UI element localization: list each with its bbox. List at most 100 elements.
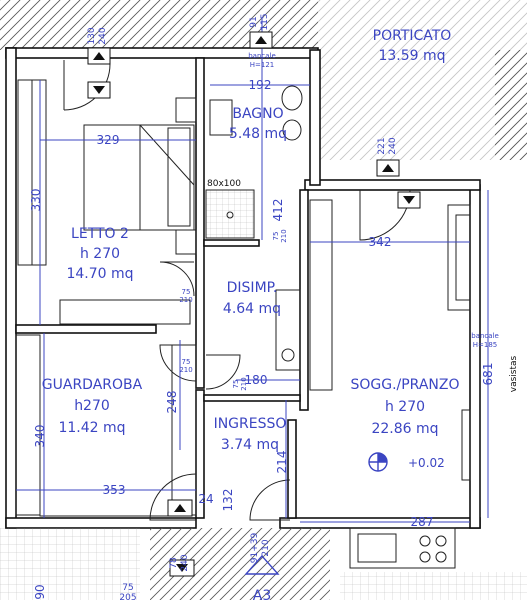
- door-top-left-b: 240: [98, 27, 108, 44]
- door-bottom-a: 78: [169, 557, 179, 569]
- bancale-1-h: H=121: [250, 61, 275, 69]
- porch-hatch: [318, 0, 527, 160]
- toilet: [281, 85, 303, 111]
- soggiorno-height: h 270: [385, 399, 425, 415]
- bottom-left-grid: [0, 528, 140, 600]
- door-arrow-bottom: [169, 559, 195, 577]
- bagno-area: 5.48 mq: [229, 126, 287, 142]
- wall-sogg-top: [304, 179, 481, 191]
- door-swing-guard: [159, 344, 197, 382]
- door-disimp-a: 75: [272, 232, 280, 241]
- disimp-name: DISIMP.: [227, 280, 278, 296]
- boiler: [281, 348, 295, 362]
- letto2-name: LETTO 2: [71, 226, 129, 242]
- dim-412: 412: [271, 199, 285, 222]
- bancale-1: bancale: [248, 52, 276, 60]
- sofa-seat: [455, 214, 471, 301]
- burner-3: [419, 551, 431, 563]
- ingresso-name: INGRESSO: [214, 416, 287, 432]
- door-front-b: 210: [261, 539, 271, 556]
- section-label: A3: [253, 588, 271, 600]
- section-marker: [244, 554, 280, 575]
- nightstand-top: [175, 97, 197, 123]
- wall-letto-guard: [15, 324, 157, 334]
- letto2-height: h 270: [80, 246, 120, 262]
- door-swing-front: [149, 473, 197, 521]
- door-top-left-a: 130: [87, 27, 97, 44]
- door-arrow-bagno: [249, 31, 273, 49]
- door-disimp-b: 210: [280, 229, 288, 242]
- dim-330: 330: [29, 189, 43, 212]
- dim-214: 214: [275, 451, 289, 474]
- sink: [209, 99, 233, 136]
- wall-ingresso-top: [203, 394, 301, 402]
- guardaroba-name: GUARDAROBA: [42, 377, 143, 393]
- pillow: [167, 127, 191, 227]
- door-sogg-b: 240: [388, 137, 398, 154]
- wall-ingresso-right: [287, 419, 297, 519]
- level-value: +0.02: [408, 456, 445, 470]
- wall-left: [5, 47, 17, 529]
- door-bottom-b: 240: [180, 554, 190, 571]
- dim-192: 192: [249, 78, 272, 92]
- door-bottom-c: 75: [122, 583, 133, 593]
- bagno-name: BAGNO: [232, 106, 283, 122]
- desk: [59, 299, 191, 325]
- wardrobe-guard-left: [15, 334, 41, 516]
- dim-248: 248: [165, 391, 179, 414]
- wall-letto-bagno: [195, 57, 205, 389]
- dim-132: 132: [221, 489, 235, 512]
- burner-1: [419, 535, 431, 547]
- door-ingr-b: 210: [240, 377, 248, 390]
- door-bagno-b: 115: [260, 13, 270, 30]
- bed: [83, 124, 195, 231]
- soggiorno-area: 22.86 mq: [371, 421, 438, 437]
- guardaroba-area: 11.42 mq: [58, 420, 125, 436]
- door-ingr-a: 75: [232, 380, 240, 389]
- bidet: [282, 119, 302, 141]
- tv-cabinet: [309, 199, 333, 391]
- wall-right: [469, 184, 481, 529]
- dim-90: 90: [33, 584, 47, 599]
- wall-bagno-right: [309, 49, 321, 186]
- door-swing-letto: [159, 261, 195, 297]
- right-edge-hatch: [495, 50, 527, 160]
- door-arrow-sogg: [376, 159, 400, 177]
- kitchen-sink: [357, 533, 397, 563]
- door-swing-disimp: [205, 354, 241, 390]
- dim-24: 24: [198, 492, 213, 506]
- kitchen-counter: [349, 527, 456, 569]
- shower-drain: [226, 211, 234, 219]
- door-letto-a: 75: [182, 288, 191, 296]
- guardaroba-height: h270: [74, 398, 110, 414]
- door-letto-b: 210: [179, 296, 192, 304]
- dim-353: 353: [103, 483, 126, 497]
- level-marker: [368, 452, 388, 472]
- dim-180: 180: [245, 373, 268, 387]
- door-bottom-d: 205: [119, 593, 136, 600]
- letto2-area: 14.70 mq: [66, 266, 133, 282]
- door-bagno-a: 91: [249, 16, 259, 27]
- vasistas-label: vasistas: [509, 355, 519, 392]
- shower-size: 80x100: [207, 179, 241, 189]
- door-arrow-top-left-b: [87, 81, 111, 99]
- wall-disimp-sogg: [299, 189, 309, 411]
- door-front-a: 91+39: [250, 533, 260, 564]
- sofa: [447, 204, 471, 311]
- dim-329: 329: [97, 133, 120, 147]
- nightstand-bottom: [175, 229, 197, 255]
- door-guard-a: 75: [182, 358, 191, 366]
- door-swing-ingr: [249, 479, 291, 521]
- shower: [205, 189, 255, 239]
- ingresso-area: 3.74 mq: [221, 437, 279, 453]
- door-arrow-front: [167, 499, 193, 517]
- bottom-right-wall: [340, 572, 527, 600]
- door-guard-b: 210: [179, 366, 192, 374]
- bancale-2: bancale: [471, 332, 499, 340]
- wall-bagno-disimp: [203, 239, 260, 247]
- bed-fold: [139, 124, 195, 230]
- bancale-2-h: H=185: [473, 341, 498, 349]
- dim-681: 681: [481, 363, 495, 386]
- door-arrow-top-left: [87, 47, 111, 65]
